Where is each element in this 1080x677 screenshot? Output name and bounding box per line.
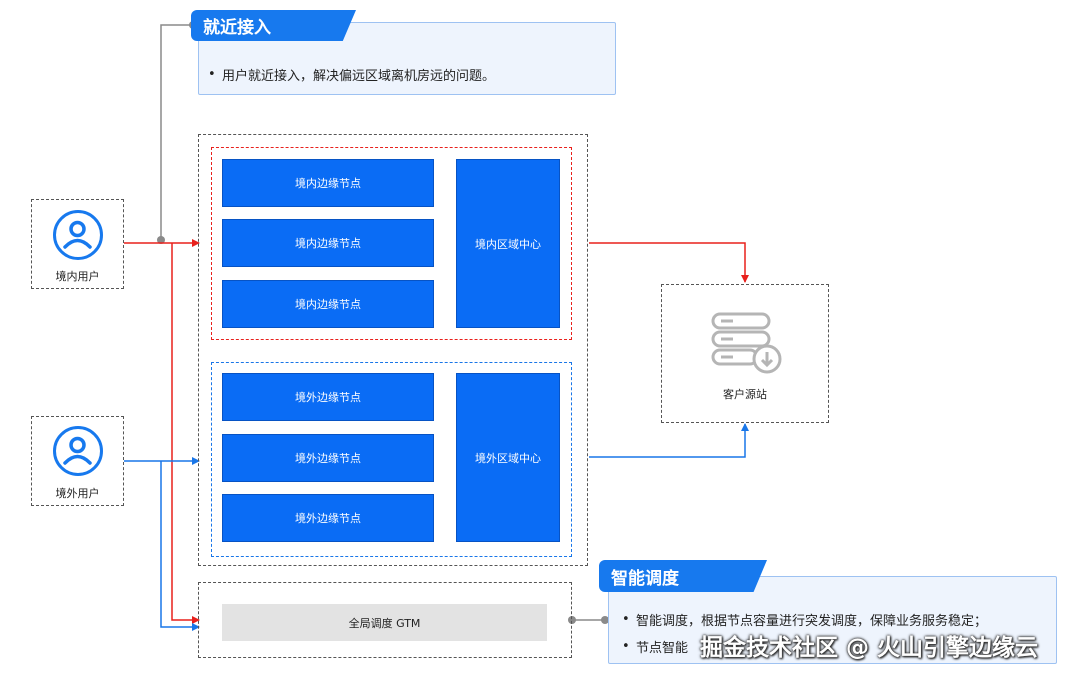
overseas-region-center: 境外区域中心 bbox=[456, 373, 560, 542]
bottom-callout-title: 智能调度 bbox=[599, 560, 767, 592]
overseas-edge-node: 境外边缘节点 bbox=[222, 494, 434, 542]
overseas-user-box bbox=[31, 416, 124, 506]
red-line-center-to-origin bbox=[589, 242, 749, 283]
domestic-region-center: 境内区域中心 bbox=[456, 159, 560, 328]
top-callout-title: 就近接入 bbox=[191, 10, 356, 41]
blue-line-overseas-to-gtm bbox=[160, 461, 200, 631]
domestic-user-label: 境内用户 bbox=[55, 270, 100, 283]
domestic-user-box bbox=[31, 199, 124, 289]
gray-connector-top bbox=[160, 24, 196, 240]
overseas-user-label: 境外用户 bbox=[55, 487, 100, 500]
watermark: 掘金技术社区 @ 火山引擎边缘云 bbox=[700, 635, 1039, 661]
overseas-edge-node: 境外边缘节点 bbox=[222, 434, 434, 482]
origin-box bbox=[661, 284, 829, 423]
domestic-user-avatar-icon bbox=[53, 210, 103, 260]
edge-network-container bbox=[198, 134, 588, 566]
domestic-group bbox=[211, 147, 572, 340]
overseas-edge-node: 境外边缘节点 bbox=[222, 373, 434, 421]
gtm-box: 全局调度 GTM bbox=[222, 604, 547, 641]
gray-dot-top bbox=[157, 236, 165, 244]
bottom-callout-bullet: •节点智能 bbox=[622, 638, 689, 656]
red-line-domestic-to-gtm bbox=[171, 243, 200, 624]
overseas-user-avatar-icon bbox=[53, 426, 103, 476]
gray-dot-bottom bbox=[568, 616, 576, 624]
origin-label: 客户源站 bbox=[723, 388, 767, 401]
server-download-icon bbox=[711, 312, 783, 374]
domestic-edge-node: 境内边缘节点 bbox=[222, 159, 434, 207]
top-callout-bullet: •用户就近接入，解决偏远区域离机房远的问题。 bbox=[208, 66, 496, 84]
gray-dot-bottom-end bbox=[601, 616, 609, 624]
domestic-edge-node: 境内边缘节点 bbox=[222, 280, 434, 328]
gtm-container bbox=[198, 582, 572, 658]
bottom-callout-bullet: •智能调度，根据节点容量进行突发调度，保障业务服务稳定； bbox=[622, 611, 988, 629]
domestic-edge-node: 境内边缘节点 bbox=[222, 219, 434, 267]
overseas-group bbox=[211, 362, 572, 557]
blue-line-center-to-origin bbox=[589, 423, 749, 458]
